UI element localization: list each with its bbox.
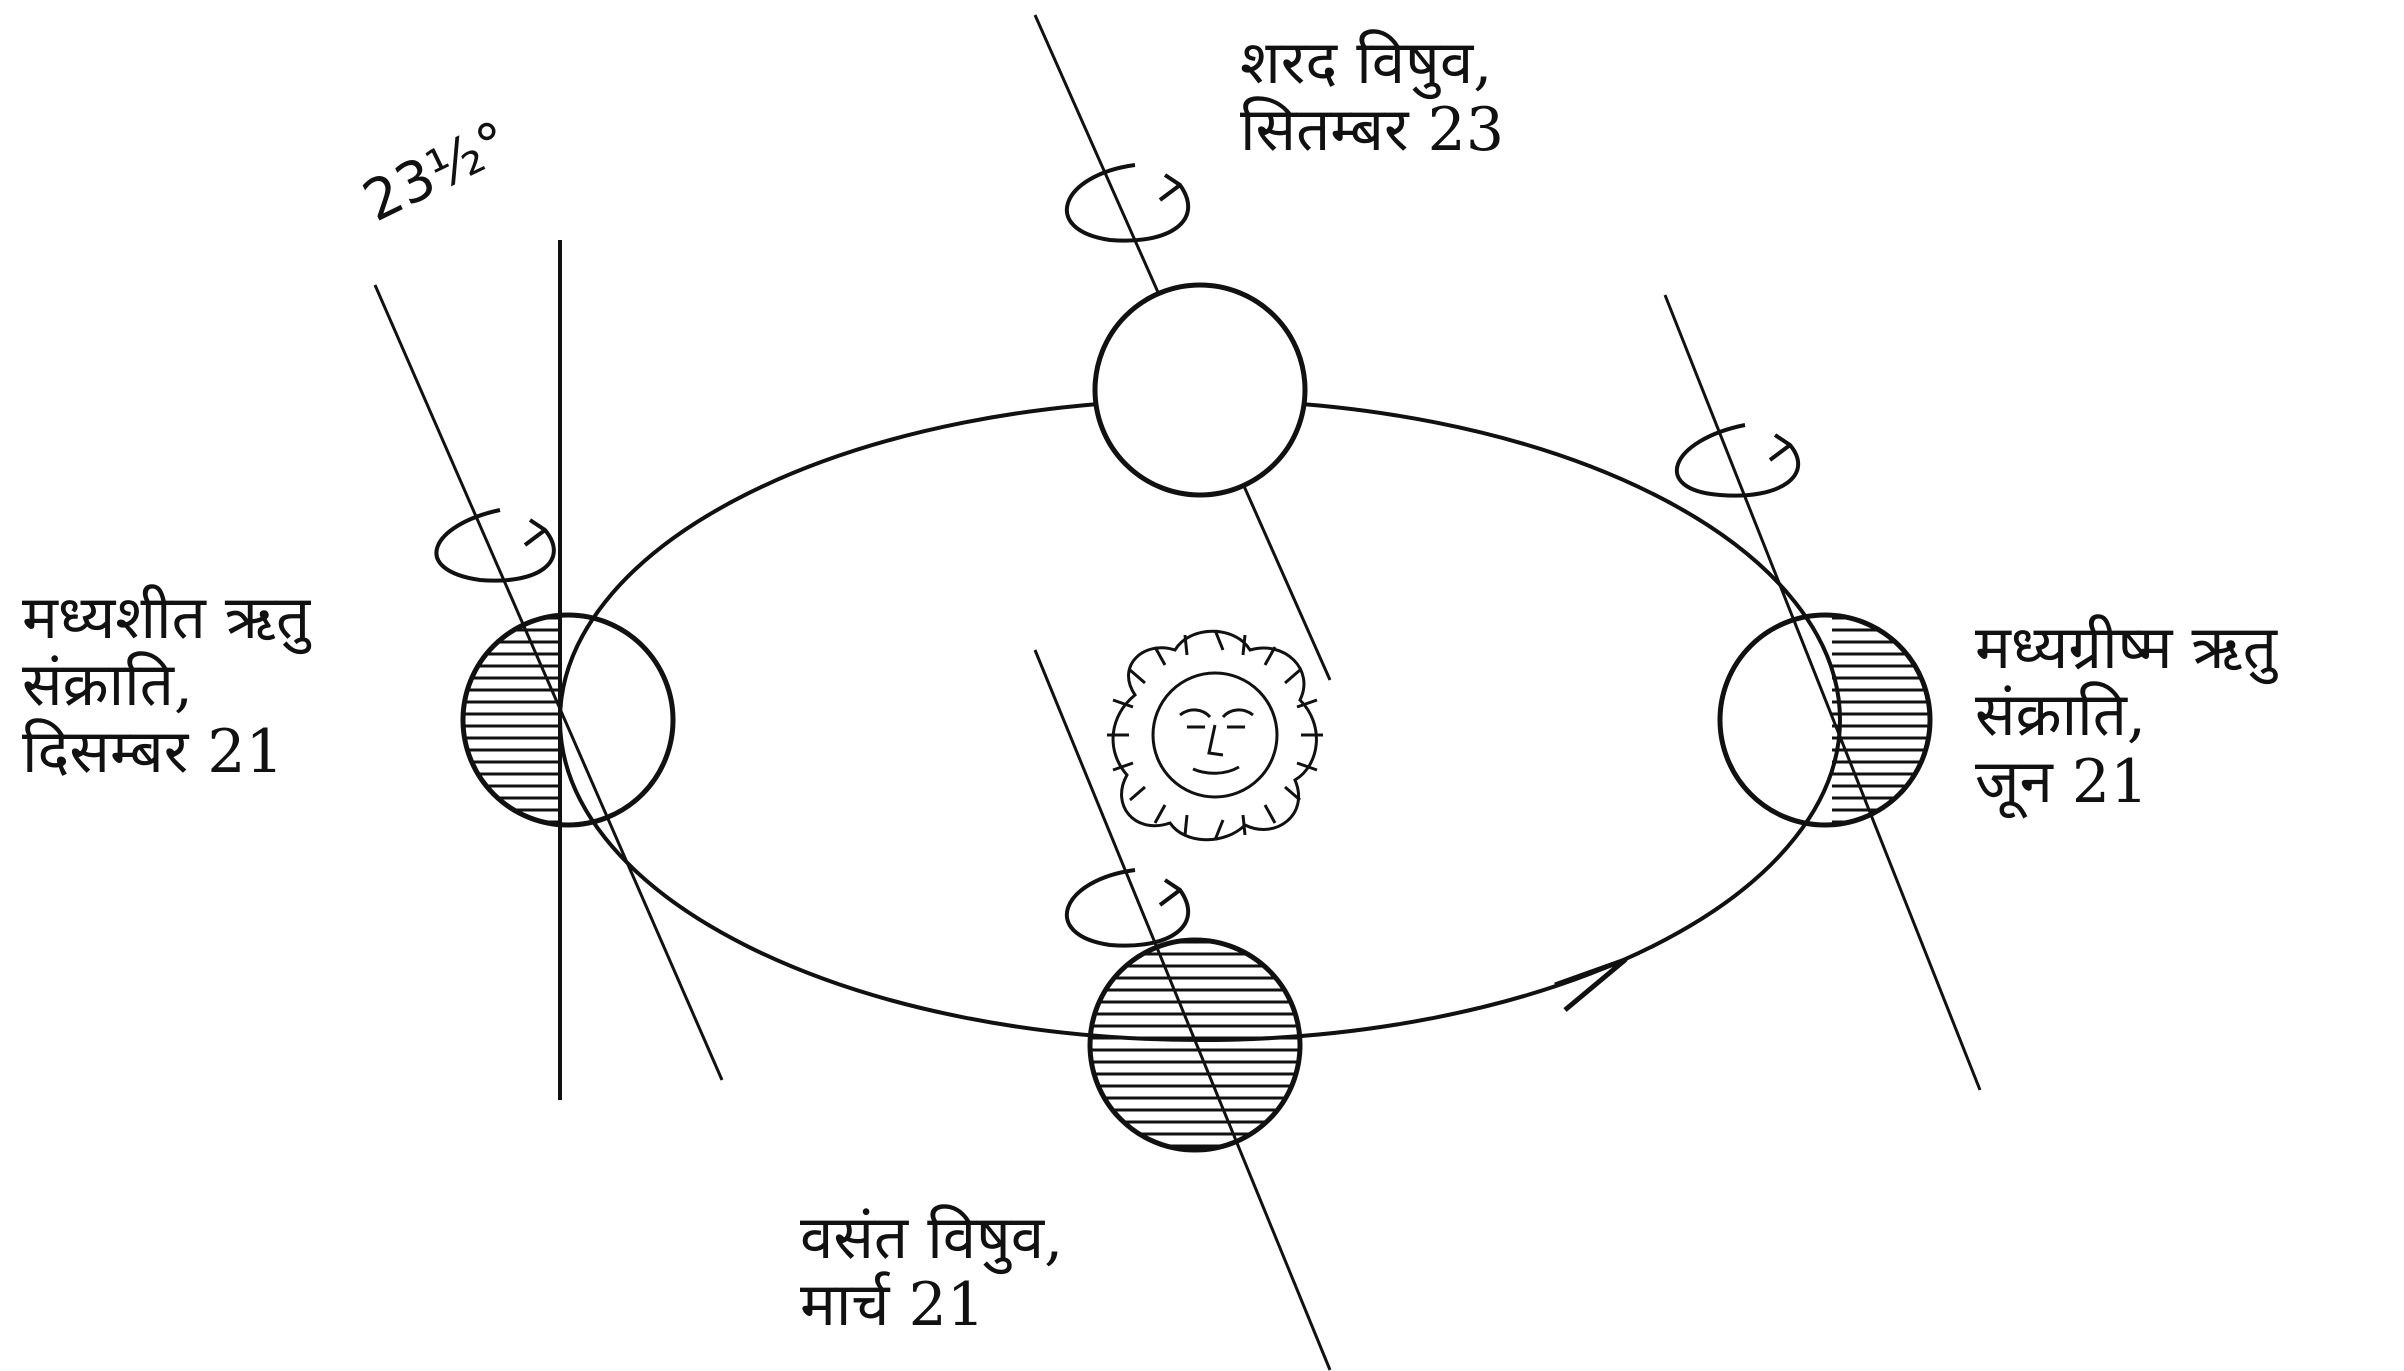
winter-solstice-line-3: दिसम्बर 21 [22,719,310,786]
rotation-arrow-icon [1677,425,1798,496]
rotation-arrow-icon [436,510,553,581]
september-earth [1095,285,1305,495]
spring-equinox-label: वसंत विषुव, मार्च 21 [800,1205,1063,1339]
autumn-equinox-line-1: शरद विषुव, [1240,30,1504,97]
spring-equinox-line-2: मार्च 21 [800,1272,1063,1339]
march-earth [1090,940,1300,1150]
autumn-equinox-line-2: सितम्बर 23 [1240,97,1504,164]
summer-solstice-line-3: जून 21 [1975,749,2277,816]
winter-solstice-line-1: मध्यशीत ऋतु [22,585,310,652]
autumn-equinox-label: शरद विषुव, सितम्बर 23 [1240,30,1504,164]
december-earth [440,600,673,840]
summer-solstice-line-1: मध्यग्रीष्म ऋतु [1975,615,2277,682]
summer-solstice-label: मध्यग्रीष्म ऋतु संक्राति, जून 21 [1975,615,2277,817]
summer-solstice-line-2: संक्राति, [1975,682,2277,749]
winter-solstice-line-2: संक्राति, [22,652,310,719]
sun-icon [1107,630,1323,840]
orbit-direction-arrow-icon [1555,960,1625,1010]
rotation-arrow-icon [1067,165,1188,241]
june-earth [1720,600,1952,840]
rotation-arrow-icon [1067,870,1188,946]
june-axis-line [1665,295,1980,1090]
winter-solstice-label: मध्यशीत ऋतु संक्राति, दिसम्बर 21 [22,585,310,787]
spring-equinox-line-1: वसंत विषुव, [800,1205,1063,1272]
